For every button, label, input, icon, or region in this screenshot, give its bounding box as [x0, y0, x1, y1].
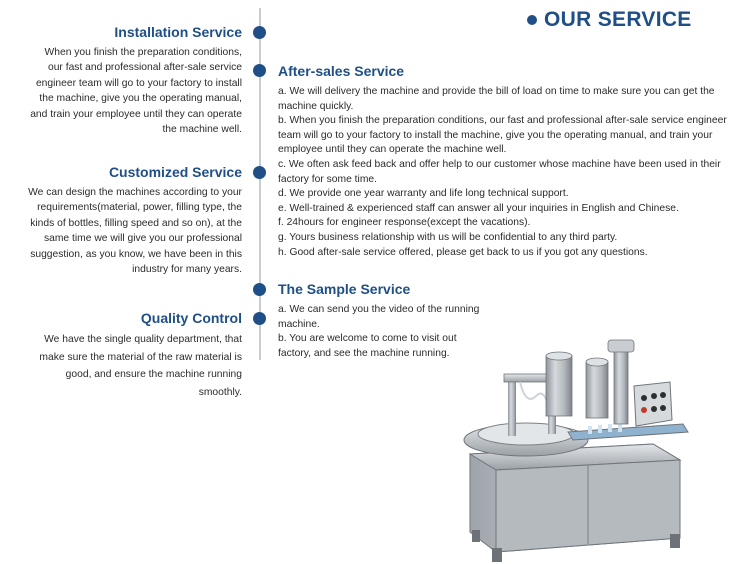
body-line: We have the single quality department, t…	[44, 334, 242, 345]
page-title: OUR SERVICE	[544, 8, 692, 31]
body-line: and train your employee until they can o…	[30, 108, 242, 120]
body-line: a. We will delivery the machine and prov…	[278, 86, 715, 97]
body-line: good, and ensure the machine running	[65, 369, 242, 381]
installation-service-section: Installation Service When you finish the…	[17, 24, 242, 137]
after-sales-service-title: After-sales Service	[278, 63, 405, 79]
quality-control-body: We have the single quality department, t…	[17, 331, 242, 401]
body-line: f. 24hours for engineer response(except …	[278, 217, 531, 229]
body-line: h. Good after-sale service offered, plea…	[278, 246, 648, 258]
body-line: employee until they can operate the mach…	[278, 144, 507, 156]
customized-service-section: Customized Service We can design the mac…	[17, 164, 242, 277]
body-line: our fast and professional after-sale ser…	[47, 62, 242, 74]
body-line: engineer team will go to your factory to…	[35, 77, 242, 89]
quality-control-section: Quality Control We have the single quali…	[17, 310, 242, 401]
timeline-line	[259, 8, 261, 360]
body-line: d. We provide one year warranty and life…	[278, 188, 569, 200]
installation-service-body: When you finish the preparation conditio…	[17, 45, 242, 137]
body-line: the machine well.	[162, 124, 242, 136]
body-line: suggestion, as you know, we have been in…	[30, 248, 242, 260]
timeline-dot-quality	[253, 312, 266, 325]
body-line: kinds of bottles, filling speed and so o…	[30, 217, 242, 229]
quality-control-title: Quality Control	[140, 310, 242, 326]
body-line: factory, and see the machine running.	[278, 347, 450, 359]
timeline-dot-installation	[253, 26, 266, 39]
after-sales-service-section: After-sales Service a. We will delivery …	[278, 63, 727, 260]
body-line: machine quickly.	[278, 100, 354, 112]
sample-service-section: The Sample Service a. We can send you th…	[278, 281, 479, 361]
after-sales-service-body: a. We will delivery the machine and prov…	[278, 85, 727, 260]
timeline-dot-customized	[253, 166, 266, 179]
body-line: team will go to your factory to install …	[278, 129, 713, 141]
body-line: e. Well-trained & experienced staff can …	[278, 202, 679, 214]
body-line: We can design the machines according to …	[28, 187, 242, 198]
installation-service-title: Installation Service	[114, 24, 242, 40]
body-line: industry for many years.	[132, 264, 242, 276]
body-line: b. You are welcome to come to visit out	[278, 333, 457, 345]
body-line: c. We often ask feed back and offer help…	[278, 158, 721, 170]
body-line: smoothly.	[198, 386, 242, 398]
body-line: same time we will give you our professio…	[43, 233, 242, 245]
sample-service-body: a. We can send you the video of the runn…	[278, 303, 479, 361]
body-line: b. When you finish the preparation condi…	[278, 115, 727, 127]
sample-service-title: The Sample Service	[278, 281, 411, 297]
timeline-dot-after-sales	[253, 64, 266, 77]
body-line: the machine, give you the operating manu…	[39, 93, 242, 105]
body-line: make sure the material of the raw materi…	[39, 351, 242, 363]
customized-service-body: We can design the machines according to …	[17, 185, 242, 277]
header-bullet-icon	[527, 15, 537, 25]
body-line: When you finish the preparation conditio…	[44, 47, 242, 58]
body-line: factory for some time.	[278, 173, 377, 185]
timeline-dot-sample	[253, 283, 266, 296]
filling-machine-image	[463, 339, 689, 562]
page-header: OUR SERVICE	[527, 8, 692, 32]
customized-service-title: Customized Service	[108, 164, 242, 180]
body-line: requirements(material, power, filling ty…	[37, 202, 242, 214]
body-line: machine.	[278, 318, 320, 330]
body-line: g. Yours business relationship with us w…	[278, 231, 618, 243]
body-line: a. We can send you the video of the runn…	[278, 304, 480, 315]
